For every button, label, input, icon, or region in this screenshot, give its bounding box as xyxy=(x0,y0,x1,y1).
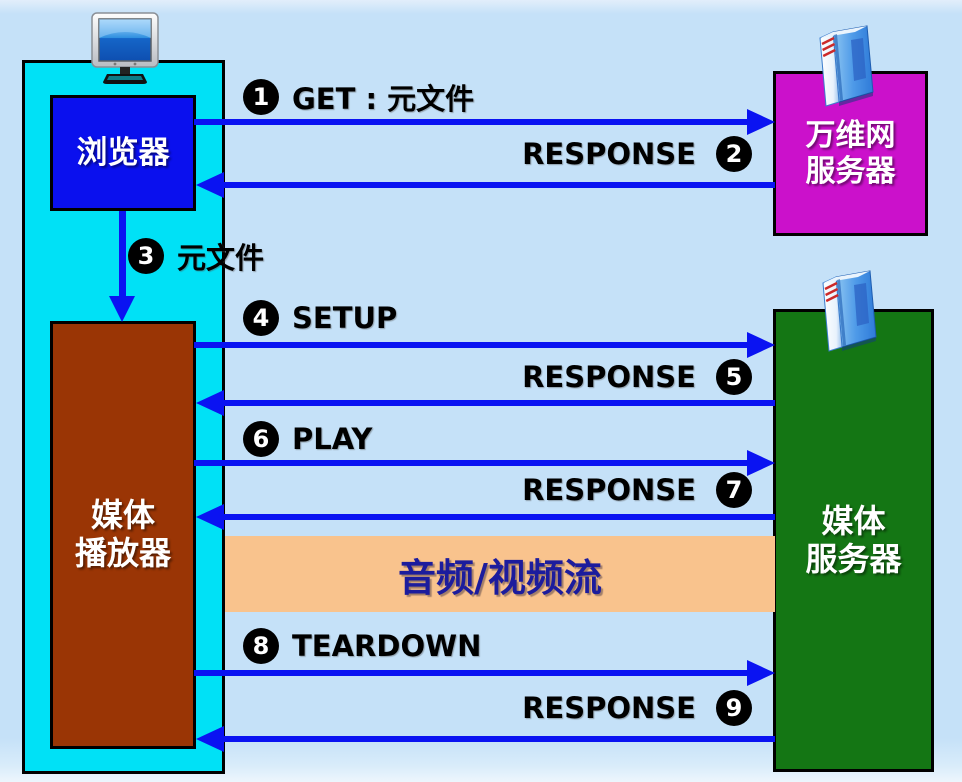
media-player-box: 媒体 播放器 xyxy=(50,321,196,749)
audio-video-stream-band: 音频/视频流 xyxy=(225,536,775,612)
server-tower-icon xyxy=(819,25,874,107)
arrow-get-response xyxy=(196,172,775,198)
message-metafile: 3 元文件 xyxy=(128,237,264,275)
message-response-7-label: RESPONSE xyxy=(522,473,696,507)
browser-label: 浏览器 xyxy=(76,134,170,171)
message-response-5-label: RESPONSE xyxy=(522,360,696,394)
step-badge-7: 7 xyxy=(716,472,752,508)
step-badge-6: 6 xyxy=(243,421,279,457)
arrow-play-response xyxy=(196,504,775,530)
step-badge-2: 2 xyxy=(716,136,752,172)
message-play-label: PLAY xyxy=(292,422,373,456)
message-metafile-label: 元文件 xyxy=(177,241,265,275)
step-badge-1: 1 xyxy=(243,79,279,115)
step-badge-4: 4 xyxy=(243,300,279,336)
message-response-9: RESPONSE 9 xyxy=(522,689,752,727)
stream-band-label: 音频/视频流 xyxy=(398,555,602,600)
message-setup: 4 SETUP xyxy=(243,299,397,337)
arrow-setup-request xyxy=(194,332,775,358)
arrow-metafile-down xyxy=(109,211,135,322)
message-response-9-label: RESPONSE xyxy=(522,691,696,725)
media-server-box: 媒体 服务器 xyxy=(773,309,934,772)
message-response-2: RESPONSE 2 xyxy=(522,135,752,173)
arrow-get-request xyxy=(194,109,775,135)
arrow-teardown-request xyxy=(194,660,775,686)
step-badge-8: 8 xyxy=(243,628,279,664)
arrow-teardown-response xyxy=(196,726,775,752)
message-play: 6 PLAY xyxy=(243,420,372,458)
message-get-label: GET : 元文件 xyxy=(292,82,475,116)
server-tower-icon xyxy=(822,270,877,352)
media-player-label: 媒体 播放器 xyxy=(74,496,171,572)
step-badge-5: 5 xyxy=(716,359,752,395)
web-server-label: 万维网 服务器 xyxy=(805,118,896,189)
browser-box: 浏览器 xyxy=(50,95,196,211)
message-response-7: RESPONSE 7 xyxy=(522,471,752,509)
message-response-2-label: RESPONSE xyxy=(522,137,696,171)
arrow-setup-response xyxy=(196,390,775,416)
step-badge-3: 3 xyxy=(128,238,164,274)
message-setup-label: SETUP xyxy=(292,301,398,335)
step-badge-9: 9 xyxy=(716,690,752,726)
message-teardown: 8 TEARDOWN xyxy=(243,627,481,665)
message-get: 1 GET : 元文件 xyxy=(243,78,474,116)
media-server-label: 媒体 服务器 xyxy=(805,501,902,578)
arrow-play-request xyxy=(194,450,775,476)
monitor-icon xyxy=(91,12,159,84)
message-teardown-label: TEARDOWN xyxy=(292,629,482,663)
message-response-5: RESPONSE 5 xyxy=(522,358,752,396)
